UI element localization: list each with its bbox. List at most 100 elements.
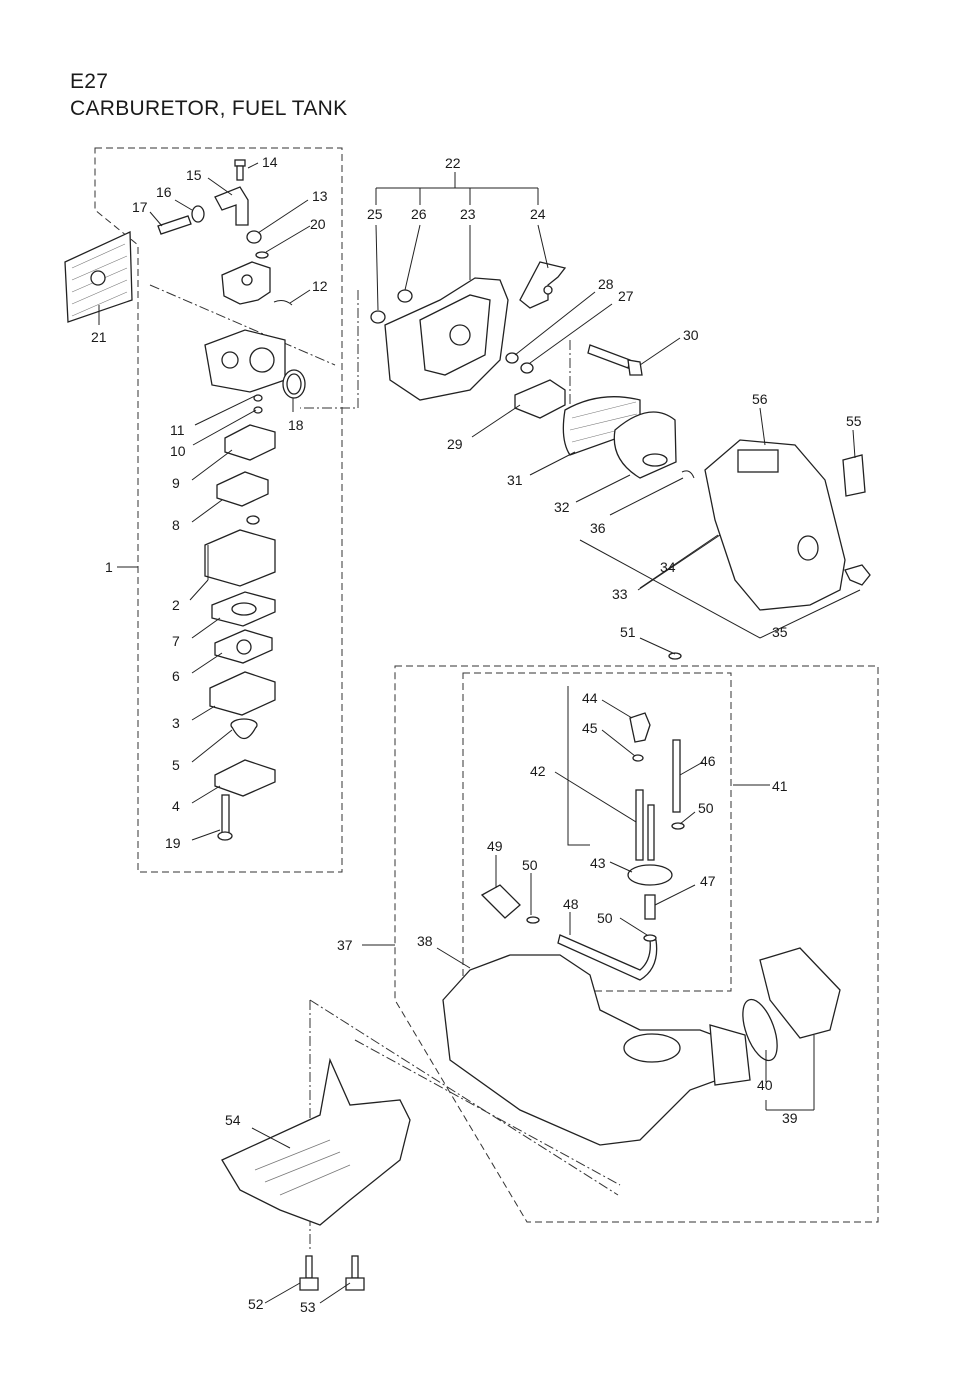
part-11-10-small [253, 394, 263, 414]
part-14-screw [234, 159, 246, 181]
callout-7: 7 [172, 633, 180, 649]
part-18-gasket [282, 369, 306, 399]
callout-47: 47 [700, 873, 716, 889]
callout-3: 3 [172, 715, 180, 731]
callout-8: 8 [172, 517, 180, 533]
callout-42: 42 [530, 763, 546, 779]
part-38-fuel-tank [442, 954, 751, 1146]
callout-33: 33 [612, 586, 628, 602]
callout-50-b: 50 [522, 857, 538, 873]
part-29-bracket [514, 379, 566, 419]
leader-lines [98, 162, 861, 1304]
part-9-plate [224, 424, 276, 461]
callout-18: 18 [288, 417, 304, 433]
part-52-53-bolts [299, 1255, 365, 1291]
part-32-filter-element [613, 411, 677, 479]
callout-26: 26 [411, 206, 427, 222]
callout-22: 22 [445, 155, 461, 171]
part-21-air-filter [64, 230, 133, 323]
callout-44: 44 [582, 690, 598, 706]
callout-13: 13 [312, 188, 328, 204]
callout-55: 55 [846, 413, 862, 429]
part-23-air-cleaner-case [384, 277, 509, 401]
callout-50-a: 50 [698, 800, 714, 816]
part-12-clip [273, 300, 293, 306]
part-28-27-washers [505, 352, 534, 374]
part-24-choke-lever [519, 261, 567, 309]
callout-16: 16 [156, 184, 172, 200]
part-42-43-grommet-tubes [627, 789, 673, 886]
callout-56: 56 [752, 391, 768, 407]
part-51-clip [668, 652, 682, 660]
part-35-knob [844, 564, 871, 586]
callout-1: 1 [105, 559, 113, 575]
callout-27: 27 [618, 288, 634, 304]
part-54-skid-plate [221, 1057, 411, 1226]
callout-20: 20 [310, 216, 326, 232]
part-40-gasket [742, 998, 778, 1062]
callout-53: 53 [300, 1299, 316, 1315]
callout-21: 21 [91, 329, 107, 345]
page-title: CARBURETOR, FUEL TANK [70, 97, 348, 120]
callout-29: 29 [447, 436, 463, 452]
callout-43: 43 [590, 855, 606, 871]
part-48-fuel-line [557, 934, 658, 981]
part-44-45-cap [629, 712, 651, 762]
callout-30: 30 [683, 327, 699, 343]
part-20-oring [255, 251, 269, 259]
part-throttle-cover [221, 261, 271, 305]
part-50-clips [526, 822, 685, 942]
callout-45: 45 [582, 720, 598, 736]
callout-38: 38 [417, 933, 433, 949]
part-3-cover [209, 671, 276, 716]
callout-54: 54 [225, 1112, 241, 1128]
callout-37: 37 [337, 937, 353, 953]
callout-35: 35 [772, 624, 788, 640]
part-carburetor-body [204, 329, 286, 393]
callout-41: 41 [772, 778, 788, 794]
callout-4: 4 [172, 798, 180, 814]
callout-5: 5 [172, 757, 180, 773]
part-36-clip [681, 470, 695, 479]
callout-24: 24 [530, 206, 546, 222]
callout-6: 6 [172, 668, 180, 684]
callout-23: 23 [460, 206, 476, 222]
part-19-long-bolt [217, 794, 233, 841]
callout-48: 48 [563, 896, 579, 912]
part-15-bracket [214, 186, 249, 226]
callout-36: 36 [590, 520, 606, 536]
callout-9: 9 [172, 475, 180, 491]
part-30-bolt [587, 344, 643, 376]
callout-14: 14 [262, 154, 278, 170]
part-34-air-cleaner-cover [704, 439, 846, 611]
callout-34: 34 [660, 559, 676, 575]
part-6-diaphragm [214, 629, 273, 664]
part-26-25-grommets [370, 289, 413, 324]
part-17-bolt [157, 215, 192, 235]
part-2-pump-body [204, 515, 276, 587]
part-39-fuel-cap [759, 947, 841, 1039]
callout-25: 25 [367, 206, 383, 222]
callout-50-c: 50 [597, 910, 613, 926]
callout-52: 52 [248, 1296, 264, 1312]
callout-labels: 1 2 3 4 5 6 7 8 9 10 11 12 13 14 15 16 1… [91, 154, 862, 1315]
callout-2: 2 [172, 597, 180, 613]
part-5-primer-bulb [230, 718, 258, 740]
part-47-fitting [644, 894, 656, 920]
callout-12: 12 [312, 278, 328, 294]
part-46-tube [672, 739, 681, 813]
callout-39: 39 [782, 1110, 798, 1126]
callout-10: 10 [170, 443, 186, 459]
callout-31: 31 [507, 472, 523, 488]
part-4-plate [214, 759, 276, 797]
part-13-cap [246, 230, 262, 244]
callout-15: 15 [186, 167, 202, 183]
callout-19: 19 [165, 835, 181, 851]
part-55-label [842, 454, 866, 497]
callout-17: 17 [132, 199, 148, 215]
callout-46: 46 [700, 753, 716, 769]
callout-49: 49 [487, 838, 503, 854]
part-7-gasket [211, 591, 276, 627]
group-frames [94, 147, 879, 1250]
